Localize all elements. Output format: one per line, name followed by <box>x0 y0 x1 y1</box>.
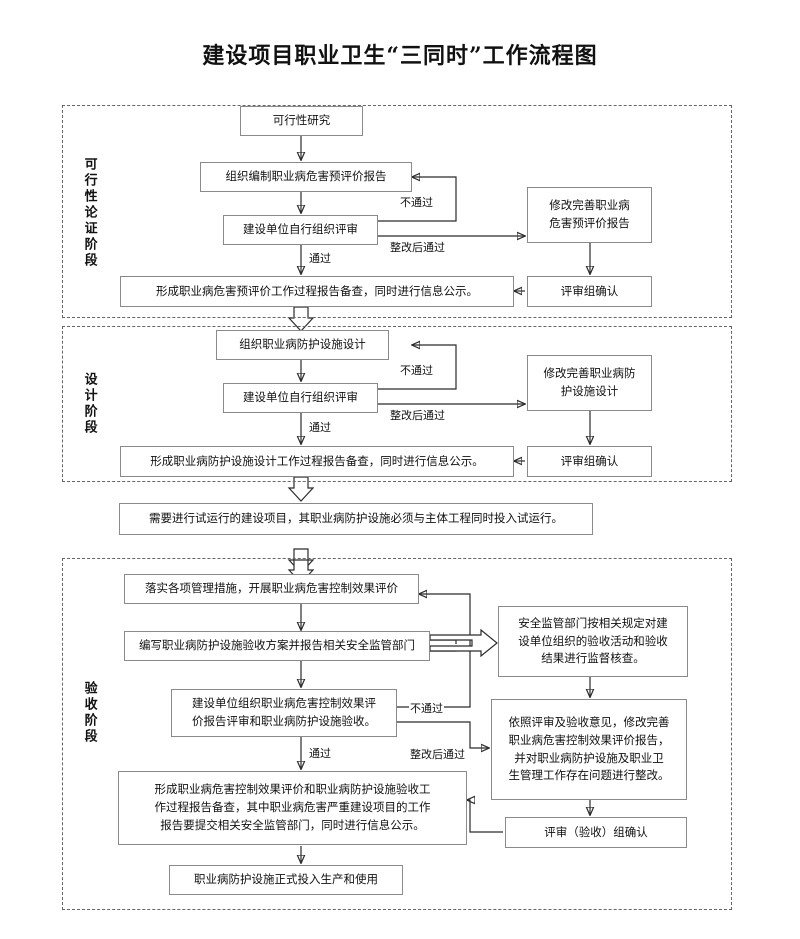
stage-frame-design <box>62 326 732 482</box>
box-acceptance-review[interactable]: 建设单位组织职业病危害控制效果评 价报告评审和职业病防护设施验收。 <box>171 689 397 737</box>
edge-label-design-pass: 通过 <box>308 419 332 435</box>
edge-label-acceptance-fail: 不通过 <box>409 700 444 716</box>
edge-label-design-fail: 不通过 <box>399 362 434 378</box>
box-acceptance-plan[interactable]: 编写职业病防护设施验收方案并报告相关安全监管部门 <box>124 631 430 661</box>
box-design-archive[interactable]: 形成职业病防护设施设计工作过程报告备查，同时进行信息公示。 <box>120 446 514 477</box>
box-acceptance-archive[interactable]: 形成职业病危害控制效果评价和职业病防护设施验收工 作过程报告备查，其中职业病危害… <box>118 771 467 845</box>
box-design-review[interactable]: 建设单位自行组织评审 <box>223 383 378 413</box>
stage-frame-acceptance <box>62 558 732 910</box>
box-trial-run-bridge[interactable]: 需要进行试运行的建设项目，其职业病防护设施必须与主体工程同时投入试运行。 <box>119 503 593 535</box>
box-feasibility-revise[interactable]: 修改完善职业病 危害预评价报告 <box>527 187 652 243</box>
box-design-confirm[interactable]: 评审组确认 <box>527 446 652 477</box>
box-design-prepare[interactable]: 组织职业病防护设施设计 <box>216 330 389 360</box>
stage-label-acceptance: 验收阶段 <box>81 681 97 745</box>
box-acceptance-final[interactable]: 职业病防护设施正式投入生产和使用 <box>169 865 403 895</box>
stage-label-feasibility: 可行性论证阶段 <box>81 157 97 269</box>
box-feasibility-confirm[interactable]: 评审组确认 <box>527 276 652 307</box>
stage-frame-feasibility <box>62 105 732 318</box>
box-acceptance-supervise[interactable]: 安全监管部门按相关规定对建 设单位组织的验收活动和验收 结果进行监督核查。 <box>498 606 688 677</box>
box-acceptance-rectify[interactable]: 依照评审及验收意见，修改完善 职业病危害控制效果评价报告， 并对职业病防护设施及… <box>491 699 687 800</box>
box-feasibility-review[interactable]: 建设单位自行组织评审 <box>223 215 378 245</box>
edge-label-feasibility-rectify: 整改后通过 <box>389 239 446 255</box>
box-feasibility-prepare[interactable]: 组织编制职业病危害预评价报告 <box>200 162 412 192</box>
stage-label-design: 设计阶段 <box>81 371 97 436</box>
edge-label-feasibility-fail: 不通过 <box>399 194 434 210</box>
box-acceptance-confirm[interactable]: 评审（验收）组确认 <box>505 817 687 848</box>
box-feasibility-start[interactable]: 可行性研究 <box>240 106 363 136</box>
edge-label-design-rectify: 整改后通过 <box>389 407 446 423</box>
box-feasibility-archive[interactable]: 形成职业病危害预评价工作过程报告备查，同时进行信息公示。 <box>120 276 514 307</box>
box-design-revise[interactable]: 修改完善职业病防 护设施设计 <box>527 355 652 411</box>
page-title: 建设项目职业卫生“三同时”工作流程图 <box>202 43 598 69</box>
edge-label-feasibility-pass: 通过 <box>308 250 332 266</box>
edge-label-acceptance-pass: 通过 <box>308 745 332 761</box>
edge-label-acceptance-rectify: 整改后通过 <box>409 746 466 762</box>
box-acceptance-measures[interactable]: 落实各项管理措施，开展职业病危害控制效果评价 <box>124 574 419 604</box>
